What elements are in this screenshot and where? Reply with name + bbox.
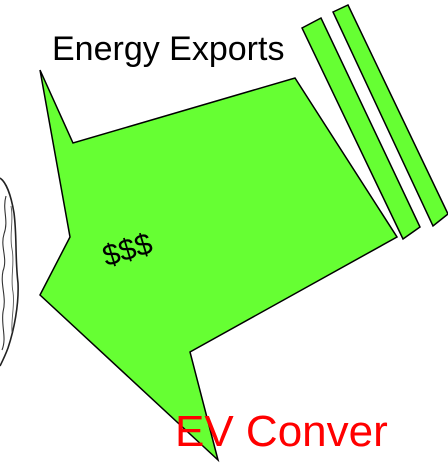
ev-conversion-label: EV Conver — [175, 407, 388, 456]
export-arrow — [39, 69, 399, 463]
arrow-stripe-1 — [301, 16, 421, 241]
arrow-stripe-2 — [332, 4, 448, 228]
energy-exports-label: Energy Exports — [52, 30, 284, 68]
left-sketch-figure — [0, 177, 19, 367]
